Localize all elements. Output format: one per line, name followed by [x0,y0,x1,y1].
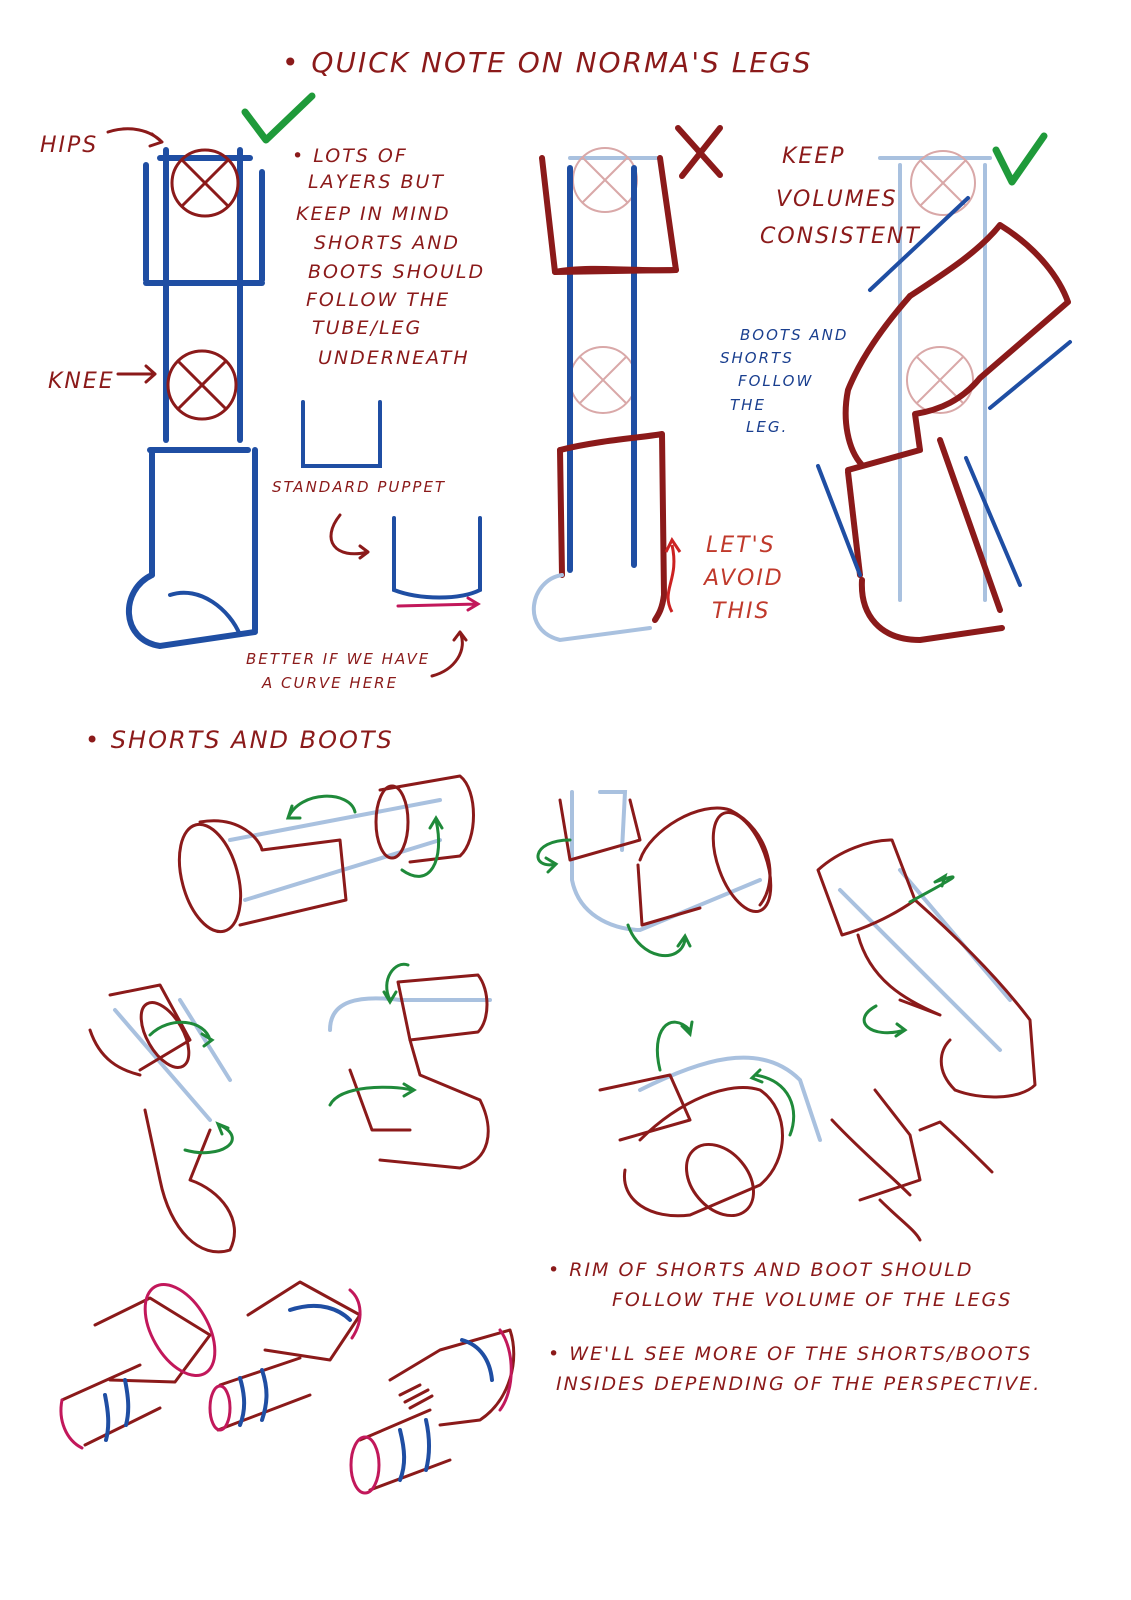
svg-text:shorts and: shorts and [314,232,460,254]
lets-avoid-note: Let's avoid this [702,533,784,624]
svg-text:volumes: volumes [776,187,898,212]
cylinder-sketch-3 [349,1328,516,1495]
insides-note: • We'll see more of the shorts/boots ins… [548,1343,1041,1395]
svg-text:Let's: Let's [706,533,776,558]
svg-text:• Lots of: • Lots of [292,145,408,167]
knee-label: Knee [48,369,115,394]
arrow-icon [116,364,157,384]
boot-sketch-7 [830,1088,994,1242]
standard-puppet-label: standard puppet [272,478,446,496]
svg-text:follow the: follow the [306,289,450,311]
svg-text:avoid: avoid [702,566,784,591]
cylinder-sketch-1 [59,1282,217,1450]
svg-text:tube/leg: tube/leg [312,317,422,339]
cylinder-sketch-2 [208,1280,362,1432]
checkmark-icon [241,92,316,144]
arrow-icon [664,537,682,613]
boot-sketch-2 [536,790,773,957]
svg-text:keep in mind: keep in mind [296,203,451,225]
svg-text:the: the [730,396,766,414]
hips-label: Hips [40,133,98,158]
better-curve-label-1: better if we have [246,650,430,668]
svg-text:follow the volume of the legs: follow the volume of the legs [612,1289,1012,1311]
svg-text:layers but: layers but [308,171,445,193]
section-heading: • Shorts and boots [85,726,394,754]
svg-text:boots should: boots should [308,261,485,283]
better-curve-label-2: a curve here [261,674,398,692]
arrow-icon [106,127,164,148]
boot-sketch-1 [177,774,475,934]
leg-diagram-bent [816,150,1072,643]
svg-text:follow: follow [738,372,813,390]
keep-volumes-note: Keep volumes consistent [760,144,921,249]
svg-text:this: this [712,599,770,624]
leg-diagram-incorrect [532,147,679,643]
page-title: • Quick note on Norma's legs [282,46,812,79]
boots-follow-note: Boots and shorts follow the leg. [720,326,848,436]
layers-note: • Lots of layers but keep in mind shorts… [292,145,485,369]
boot-sketch-6 [598,1020,822,1218]
leg-diagram-correct [126,147,265,650]
svg-text:Boots and: Boots and [740,326,848,344]
svg-text:consistent: consistent [760,224,921,249]
svg-text:insides depending of the persp: insides depending of the perspective. [556,1373,1041,1395]
checkmark-icon [992,132,1048,186]
boot-sketch-3 [816,838,1037,1099]
svg-text:• We'll see more of the shorts: • We'll see more of the shorts/boots [548,1343,1032,1365]
svg-text:• Rim of shorts and boot shoul: • Rim of shorts and boot should [548,1259,974,1281]
svg-text:shorts: shorts [720,349,794,367]
boot-sketch-4 [88,983,236,1254]
rim-note: • Rim of shorts and boot should follow t… [548,1259,1012,1311]
puppet-rim-diagrams [301,400,482,678]
svg-text:leg.: leg. [746,418,788,436]
cross-icon [675,125,723,179]
boot-sketch-5 [328,962,492,1170]
svg-text:underneath: underneath [318,347,470,369]
svg-text:Keep: Keep [782,144,846,169]
